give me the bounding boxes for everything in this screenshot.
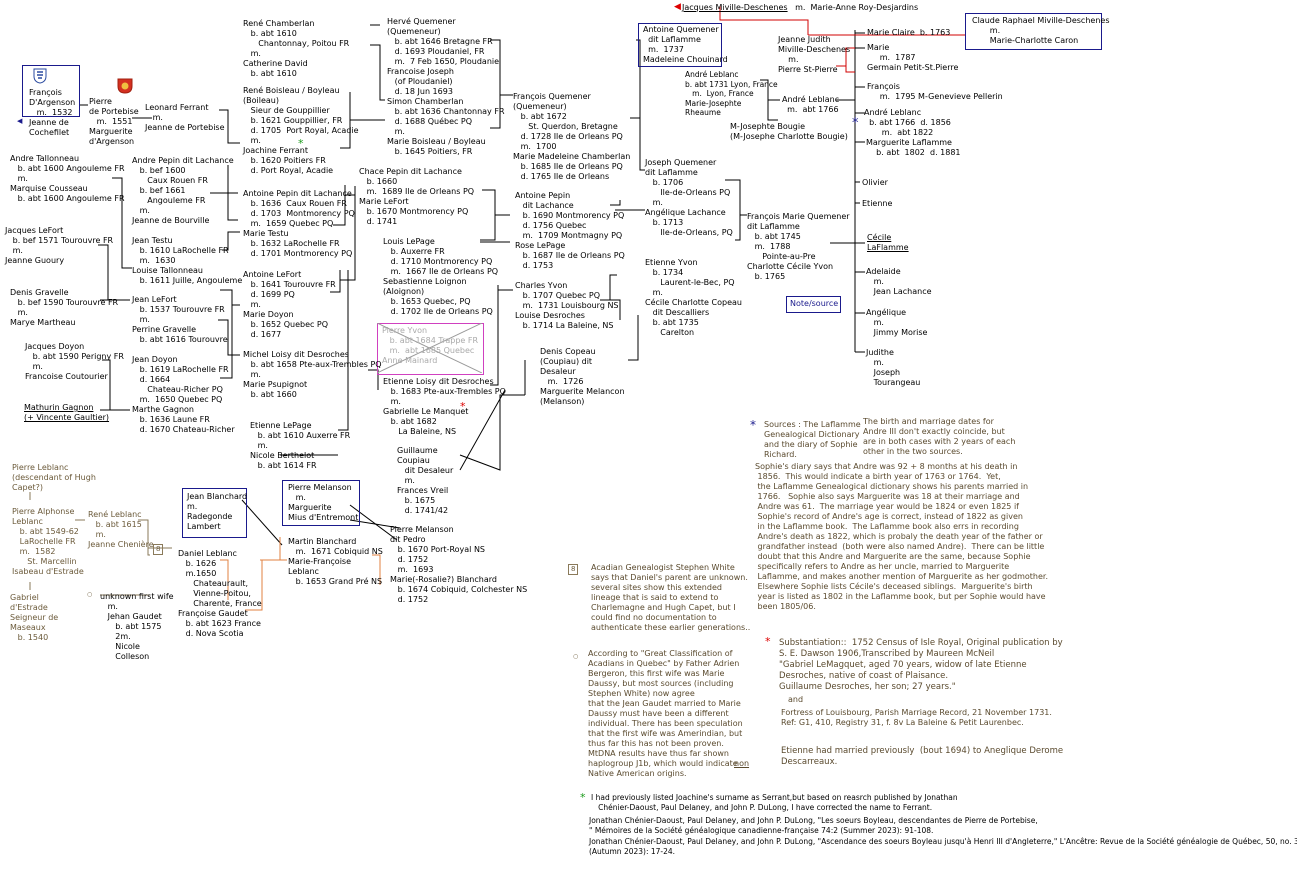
person-marie-claire[interactable]: Marie Claire b. 1763 [867, 28, 951, 37]
person-rene-leblanc[interactable]: René Leblanc b. abt 1615 m. Jeanne Cheni… [88, 510, 154, 549]
person-herve-quemener[interactable]: Hervé Quemener (Quemeneur) b. abt 1646 B… [387, 17, 502, 96]
person-francois-marie-quemener[interactable]: François Marie Quemener dit Laflamme b. … [747, 212, 850, 281]
note-mark-8: 8 [568, 564, 579, 575]
person-jacques-miville[interactable]: Jacques Miville-Deschenes [682, 3, 788, 12]
person-guillaume-coupiau[interactable]: Guillaume Coupiau dit Desaleur m. France… [397, 446, 454, 515]
person-pierre-melanson-top[interactable]: Pierre Melanson m. Marguerite Mius d'Ent… [288, 483, 359, 522]
person-daniel-leblanc[interactable]: Daniel Leblanc b. 1626 m.1650 Chateaurau… [178, 549, 262, 638]
note-acadian-genealogist: Acadian Genealogist Stephen White says t… [591, 563, 751, 632]
person-adelaide[interactable]: Adelaide m. Jean Lachance [866, 267, 932, 296]
note-great-classification: According to "Great Classification of Ac… [588, 649, 743, 768]
person-michel-loisy[interactable]: Michel Loisy dit Desroches b. abt 1658 P… [243, 350, 382, 399]
person-marguerite-laflamme[interactable]: Marguerite Laflamme b. abt 1802 d. 1881 [866, 138, 961, 157]
person-jacques-lefort[interactable]: Jacques LeFort b. bef 1571 Tourouvre FR … [5, 226, 114, 265]
person-jean-testu[interactable]: Jean Testu b. 1610 LaRochelle FR m. 1630… [132, 236, 243, 285]
person-pierre-melanson-pedro[interactable]: Pierre Melanson dit Pedro b. 1670 Port-R… [390, 525, 528, 604]
person-leonard-ferrant[interactable]: Leonard Ferrant m. Jeanne de Portebise [145, 103, 225, 132]
person-mathurin-gagnon[interactable]: Mathurin Gagnon (+ Vincente Gaultier) [24, 403, 110, 422]
person-jean-blanchard[interactable]: Jean Blanchard m. Radegonde Lambert [187, 492, 248, 531]
arrow-left-small-icon[interactable]: ◀ [17, 117, 23, 125]
person-olivier[interactable]: Olivier [862, 178, 888, 187]
person-antoine-lefort[interactable]: Antoine LeFort b. 1641 Tourouvre FR d. 1… [243, 270, 336, 339]
person-claude[interactable]: Claude Raphael Miville-Deschenes m. Mari… [972, 16, 1110, 45]
shield-argenson-icon [33, 68, 47, 84]
shield-portebise-icon [117, 78, 133, 94]
person-antoine-pepin-1690[interactable]: Antoine Pepin dit Lachance b. 1690 Montm… [515, 191, 625, 270]
person-etienne-lepage[interactable]: Etienne LePage b. abt 1610 Auxerre FR m.… [250, 421, 351, 470]
note-sources-laflamme: Sources : The Laflamme Genealogical Dict… [764, 420, 861, 459]
blue-star-icon[interactable]: * [852, 116, 859, 131]
red-star-icon[interactable]: * [460, 400, 466, 413]
person-pierre-yvon[interactable]: Pierre Yvon b. abt 1684 Trappe FR m. abt… [382, 326, 479, 365]
note-sophie-diary: Sophie's diary says that Andre was 92 + … [755, 462, 1048, 611]
person-pierre-leblanc-desc[interactable]: Pierre Leblanc (descendant of Hugh Capet… [12, 463, 96, 492]
red-star-note-icon: * [765, 635, 771, 648]
person-martin-blanchard[interactable]: Martin Blanchard m. 1671 Cobiquid NS Mar… [288, 537, 383, 586]
person-marie-germain[interactable]: Marie m. 1787 Germain Petit-St.Pierre [867, 43, 959, 72]
person-judithe[interactable]: Judithe m. Joseph Tourangeau [866, 348, 921, 387]
person-jacques-doyon[interactable]: Jacques Doyon b. abt 1590 Perigny FR m. … [25, 342, 124, 381]
person-francois-dargenson[interactable]: François D'Argenson m. 1532 Jeanne de Co… [29, 88, 76, 137]
person-chace-pepin[interactable]: Chace Pepin dit Lachance b. 1660 m. 1689… [359, 167, 475, 226]
person-jeanne-judith[interactable]: Jeanne Judith Miville-Deschenes m. Pierr… [778, 35, 851, 74]
person-jean-doyon[interactable]: Jean Doyon b. 1619 LaRochelle FR d. 1664… [132, 355, 235, 434]
person-denis-copeau[interactable]: Denis Copeau (Coupiau) dit Desaleur m. 1… [540, 347, 625, 406]
person-simon-chamberlan[interactable]: Simon Chamberlan b. abt 1636 Chantonnay … [387, 97, 505, 156]
person-francois-quemener[interactable]: François Quemener (Quemeneur) b. abt 167… [513, 92, 631, 181]
box-antoine-quemener [638, 23, 722, 67]
box-claude [965, 13, 1102, 50]
box-francois-dargenson [22, 65, 80, 117]
note-native-origins: Native American origins. [588, 769, 687, 778]
person-etienne-child[interactable]: Etienne [862, 199, 893, 208]
person-andre-tallonneau[interactable]: Andre Tallonneau b. abt 1600 Angouleme F… [10, 154, 125, 203]
person-denis-gravelle[interactable]: Denis Gravelle b. bef 1590 Tourouvre FR … [10, 288, 119, 327]
person-francois-pellerin[interactable]: François m. 1795 M-Genevieve Pellerin [867, 82, 1003, 101]
note-non-link[interactable]: non [734, 759, 750, 768]
person-joseph-quemener[interactable]: Joseph Quemener dit Laflamme b. 1706 Ile… [645, 158, 733, 237]
person-louis-lepage[interactable]: Louis LePage b. Auxerre FR d. 1710 Montm… [383, 237, 499, 316]
person-angelique[interactable]: Angélique m. Jimmy Morise [866, 308, 928, 337]
crossed-box-pierre-yvon [377, 323, 484, 375]
note-and: and [788, 695, 804, 704]
person-etienne-loisy[interactable]: Etienne Loisy dit Desroches b. 1683 Pte-… [383, 377, 506, 436]
person-jean-lefort[interactable]: Jean LeFort b. 1537 Tourouvre FR m. Perr… [132, 295, 228, 344]
green-star-note-icon: * [580, 791, 586, 804]
note-birth-marriage: The birth and marriage dates for Andre I… [863, 417, 1016, 456]
box-pierre-melanson [282, 480, 360, 526]
person-pierre-alphonse[interactable]: Pierre Alphonse Leblanc b. abt 1549-62 L… [12, 507, 84, 576]
person-antoine-quemener[interactable]: Antoine Quemener dit Laflamme m. 1737 Ma… [643, 25, 728, 64]
arrow-left-icon[interactable]: ◀ [674, 2, 681, 12]
note-substantiation: Substantiation:: 1752 Census of Isle Roy… [779, 638, 1063, 692]
person-gabriel-destrade[interactable]: Gabriel d'Estrade Seigneur de Maseaux b.… [10, 593, 59, 642]
box-jean-blanchard [182, 488, 247, 538]
person-etienne-yvon[interactable]: Etienne Yvon b. 1734 Laurent-le-Bec, PQ … [645, 258, 742, 337]
note-citation-1: Jonathan Chénier-Daoust, Paul Delaney, a… [589, 816, 1038, 835]
person-andre-leblanc-1766b[interactable]: André Leblanc b. abt 1766 d. 1856 m. abt… [864, 108, 951, 137]
person-andre-pepin[interactable]: Andre Pepin dit Lachance b. bef 1600 Cau… [132, 156, 234, 225]
person-andre-leblanc-1731[interactable]: André Leblanc b. abt 1731 Lyon, France m… [685, 70, 778, 117]
person-andre-leblanc-1766a[interactable]: André Leblanc m. abt 1766 [782, 95, 840, 114]
person-jacques-spouse: m. Marie-Anne Roy-Desjardins [790, 3, 919, 12]
note-fortress: Fortress of Louisbourg, Parish Marriage … [781, 708, 1052, 727]
cross-out-icon [377, 323, 482, 373]
note-source-label[interactable]: Note/source [790, 299, 839, 308]
green-star-icon[interactable]: * [298, 137, 304, 150]
person-pierre-portebise[interactable]: Pierre de Portebise m. 1551 Marguerite d… [89, 97, 139, 146]
note-source-box[interactable] [786, 296, 841, 313]
person-rene-boisleau[interactable]: René Boisleau / Boyleau (Boileau) Sieur … [243, 86, 359, 175]
box-mark-8[interactable]: 8 [153, 544, 164, 555]
note-joachine: I had previously listed Joachine's surna… [591, 793, 958, 812]
person-charles-yvon[interactable]: Charles Yvon b. 1707 Quebec PQ m. 1731 L… [515, 281, 619, 330]
person-mj-bougie[interactable]: M-Josephte Bougie (M-Josephe Charlotte B… [730, 122, 848, 141]
ring-mark-icon[interactable]: ○ [87, 591, 93, 598]
person-unknown-first-wife[interactable]: unknown first wife m. Jehan Gaudet b. ab… [100, 592, 174, 661]
person-rene-chamberlan[interactable]: René Chamberlan b. abt 1610 Chantonnay, … [243, 19, 350, 78]
person-cecile-laflamme[interactable]: Cécile LaFlamme [867, 233, 909, 252]
person-antoine-pepin-1636[interactable]: Antoine Pepin dit Lachance b. 1636 Caux … [243, 189, 355, 258]
note-etienne-married: Etienne had married previously (bout 169… [781, 746, 1064, 767]
note-ring-mark: ○ [573, 653, 579, 660]
blue-star-note-icon: * [750, 418, 756, 432]
note-citation-2: Jonathan Chénier-Daoust, Paul Delaney, a… [589, 837, 1297, 856]
